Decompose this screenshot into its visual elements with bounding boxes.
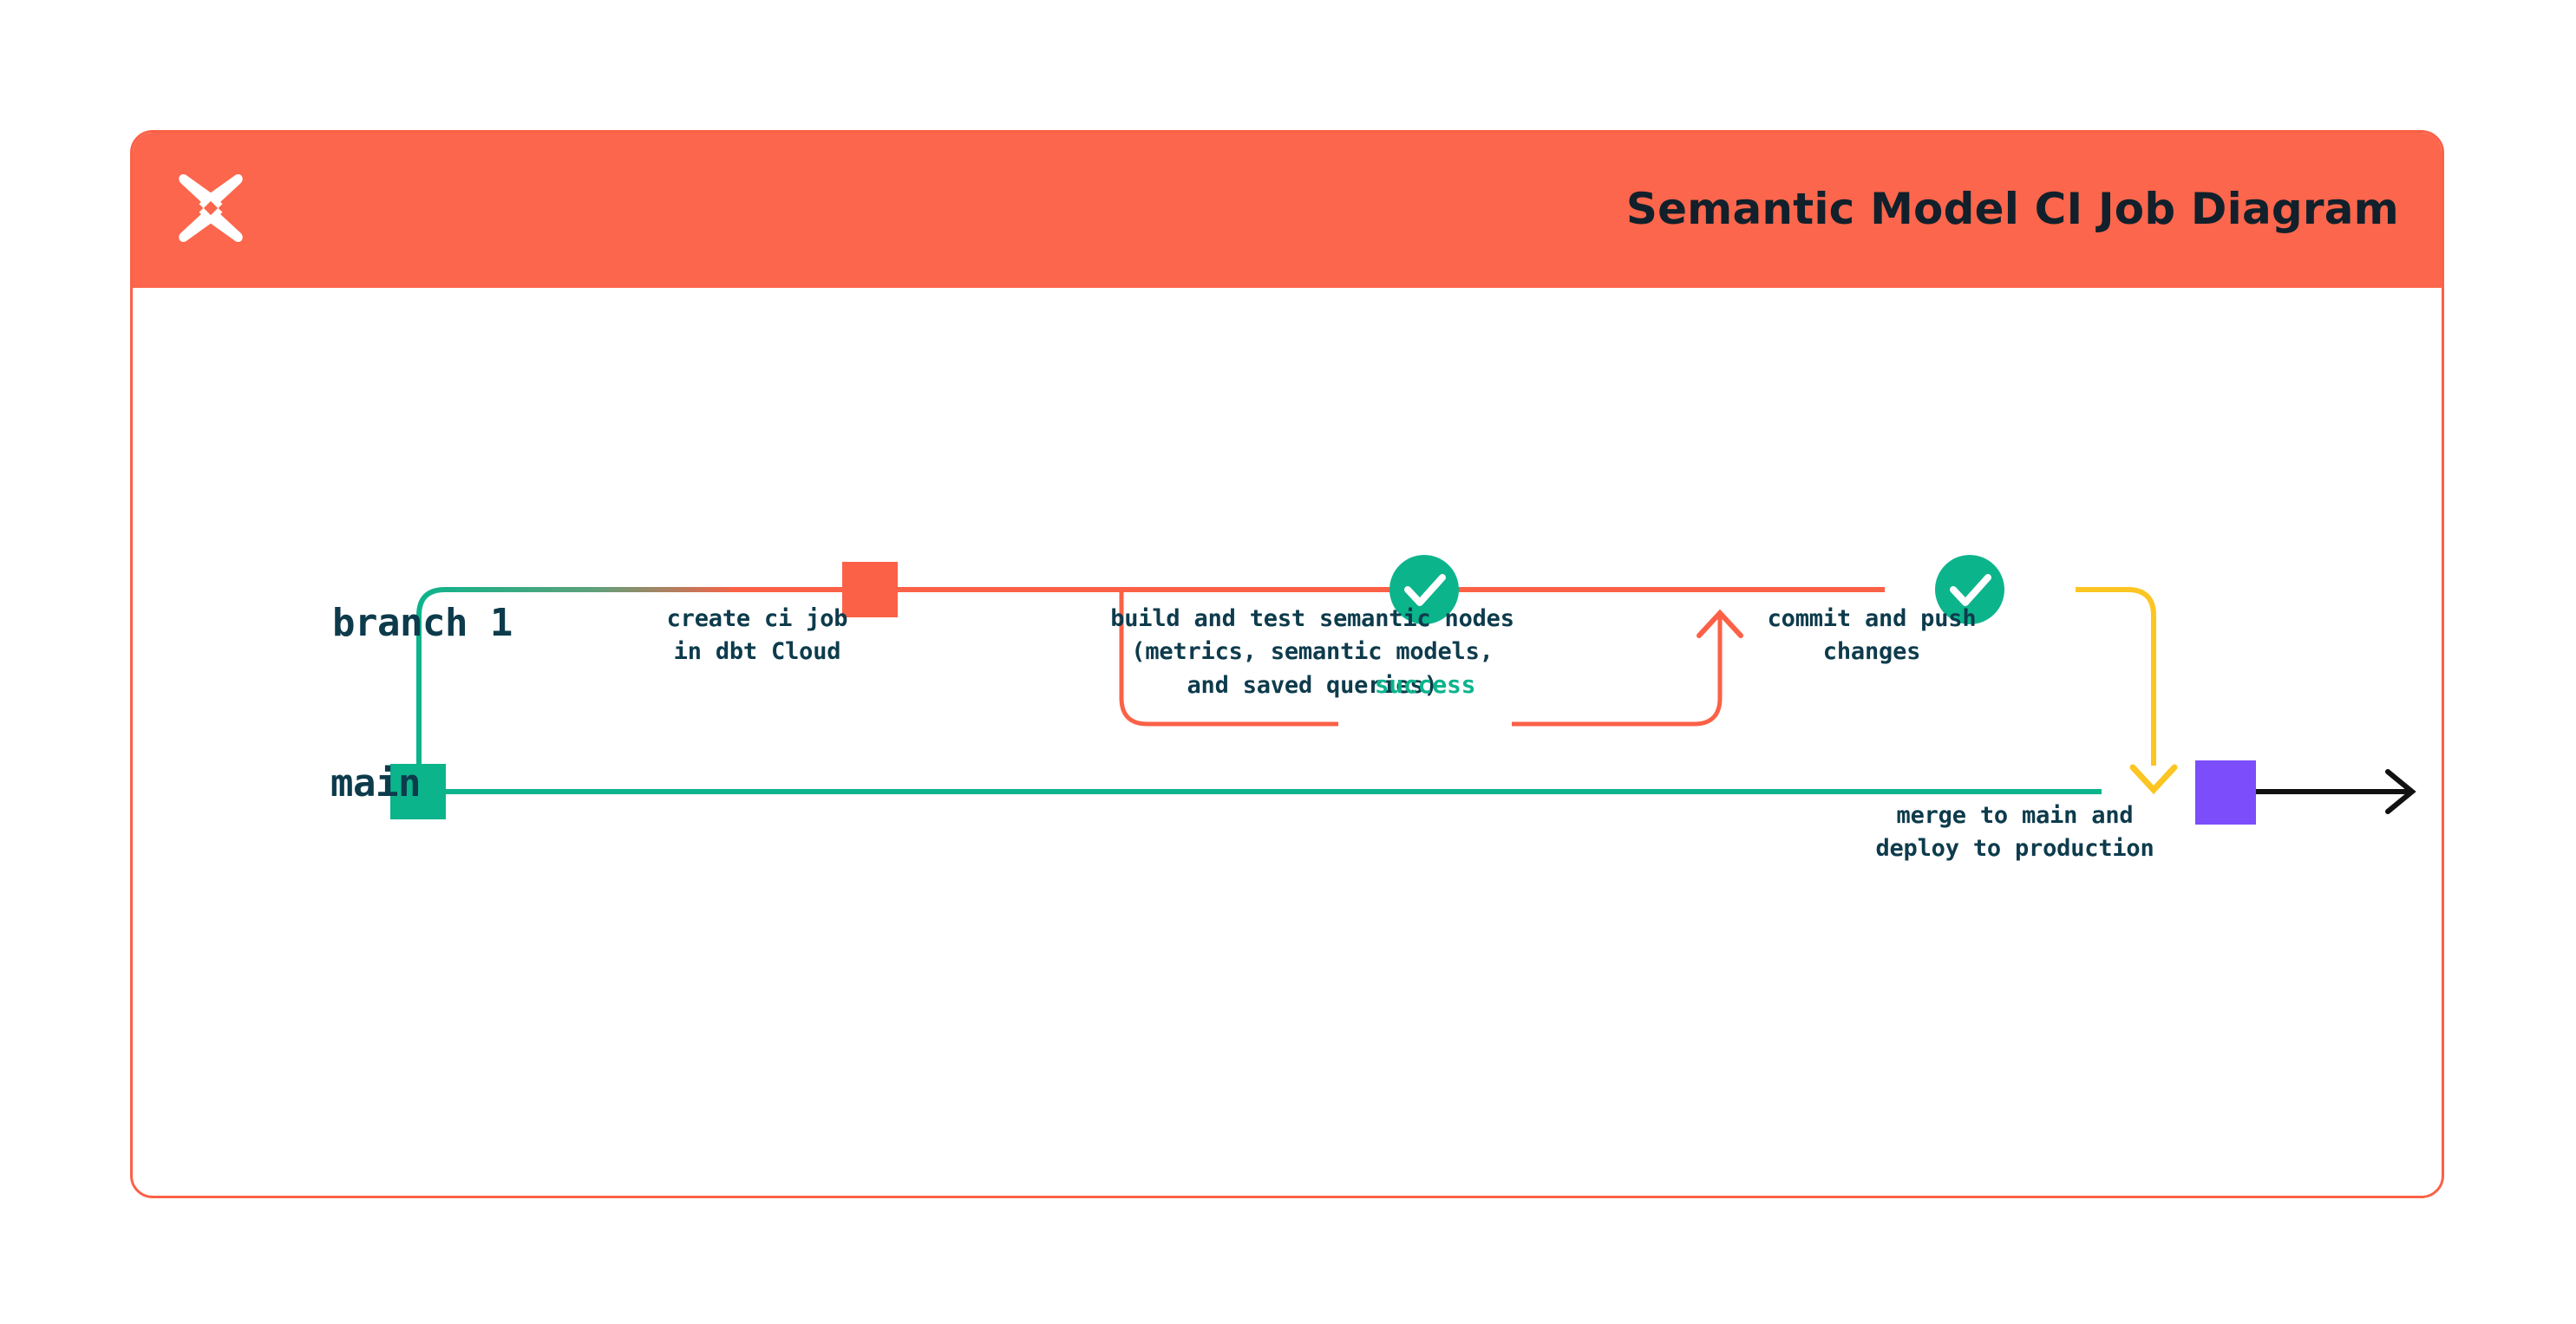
lane-label-main: main [330,761,421,805]
diagram-graphics [390,555,2416,825]
caption-merge-to-main: merge to main and deploy to production [1875,802,2154,863]
diagram-canvas: branch 1 main create ci job in dbt Cloud… [133,290,2442,1196]
commit-push-check-icon [1935,555,2004,624]
caption-create-ci-job: create ci job in dbt Cloud [666,605,848,666]
success-loop-path [1119,590,1743,727]
lane-label-branch: branch 1 [332,601,513,645]
card-header: Semantic Model CI Job Diagram [133,133,2442,288]
success-loop-label: success [1374,670,1476,699]
caption-build-and-test: build and test semantic nodes (metrics, … [1110,605,1514,699]
caption-commit-and-push: commit and push changes [1767,605,1977,666]
dbt-x-logo-icon [169,166,252,250]
diagram-card: Semantic Model CI Job Diagram [130,130,2444,1198]
create-ci-job-node [842,562,898,617]
production-arrow-icon [2256,769,2416,814]
merge-arrow-icon [2129,764,2178,795]
build-test-check-icon [1389,555,1459,624]
main-start-node [390,764,446,819]
merge-to-main-node [2195,760,2256,825]
page-title: Semantic Model CI Job Diagram [1625,184,2399,234]
